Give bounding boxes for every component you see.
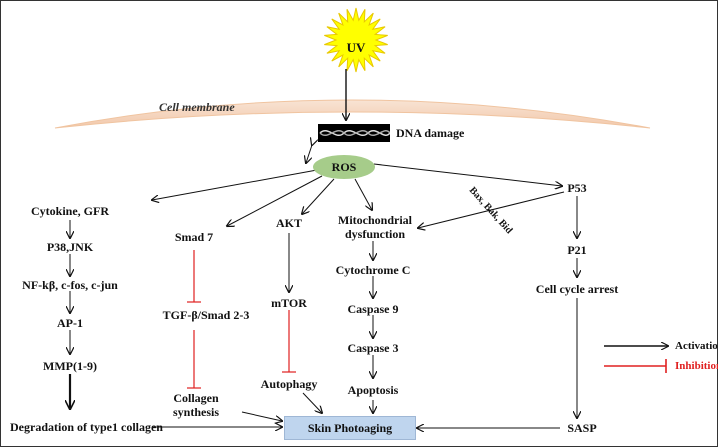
arrow-p53-mito — [418, 191, 565, 228]
nfkb-node: NF-kβ, c-fos, c-jun — [22, 278, 118, 292]
arrow-ros-akt — [302, 178, 335, 214]
ap1-node: AP-1 — [57, 316, 83, 330]
arrow-ros-mito — [354, 178, 372, 210]
cytochrome-c-node: Cytochrome C — [335, 263, 411, 277]
p38-node: P38,JNK — [46, 240, 94, 254]
arrow-ros-smad — [227, 175, 323, 226]
autophagy-node: Autophagy — [260, 377, 318, 391]
cell-membrane — [54, 99, 651, 129]
arrow-ros-p53 — [373, 163, 562, 186]
akt-node: AKT — [275, 216, 303, 230]
mmp-node: MMP(1-9) — [43, 359, 97, 373]
skin-photoaging-node: Skin Photoaging — [284, 416, 416, 440]
dna-damage-label: DNA damage — [396, 126, 465, 140]
caspase3-node: Caspase 3 — [347, 341, 399, 355]
apoptosis-node: Apoptosis — [347, 383, 399, 397]
cell-cycle-arrest-node: Cell cycle arrest — [535, 282, 619, 296]
smad7-node: Smad 7 — [174, 230, 214, 244]
cell-membrane-label: Cell membrane — [159, 100, 235, 114]
tgf-smad-node: TGF-β/Smad 2-3 — [162, 308, 250, 322]
collagen-degradation-node: Degradation of type1 collagen — [10, 420, 163, 434]
uv-label: UV — [346, 40, 366, 55]
dna-helix-icon — [318, 124, 390, 142]
mtor-node: mTOR — [271, 296, 307, 310]
mito-node-line1: Mitochondrial — [338, 213, 412, 227]
ros-node: ROS — [313, 155, 375, 179]
legend-activation-label: Activation — [675, 340, 718, 352]
p21-node: P21 — [567, 243, 587, 257]
cytokine-node: Cytokine, GFR — [31, 204, 109, 218]
sun-icon — [324, 7, 388, 73]
legend-inhibition-label: Inhibition — [675, 360, 718, 372]
sasp-node: SASP — [567, 421, 597, 435]
collagen-synthesis-line1: Collagen — [173, 391, 219, 405]
collagen-synthesis-line2: synthesis — [172, 405, 220, 419]
caspase9-node: Caspase 9 — [347, 302, 399, 316]
mito-node-line2: dysfunction — [344, 227, 406, 241]
arrow-ros-cytokine — [152, 169, 318, 200]
p53-node: P53 — [567, 181, 587, 195]
